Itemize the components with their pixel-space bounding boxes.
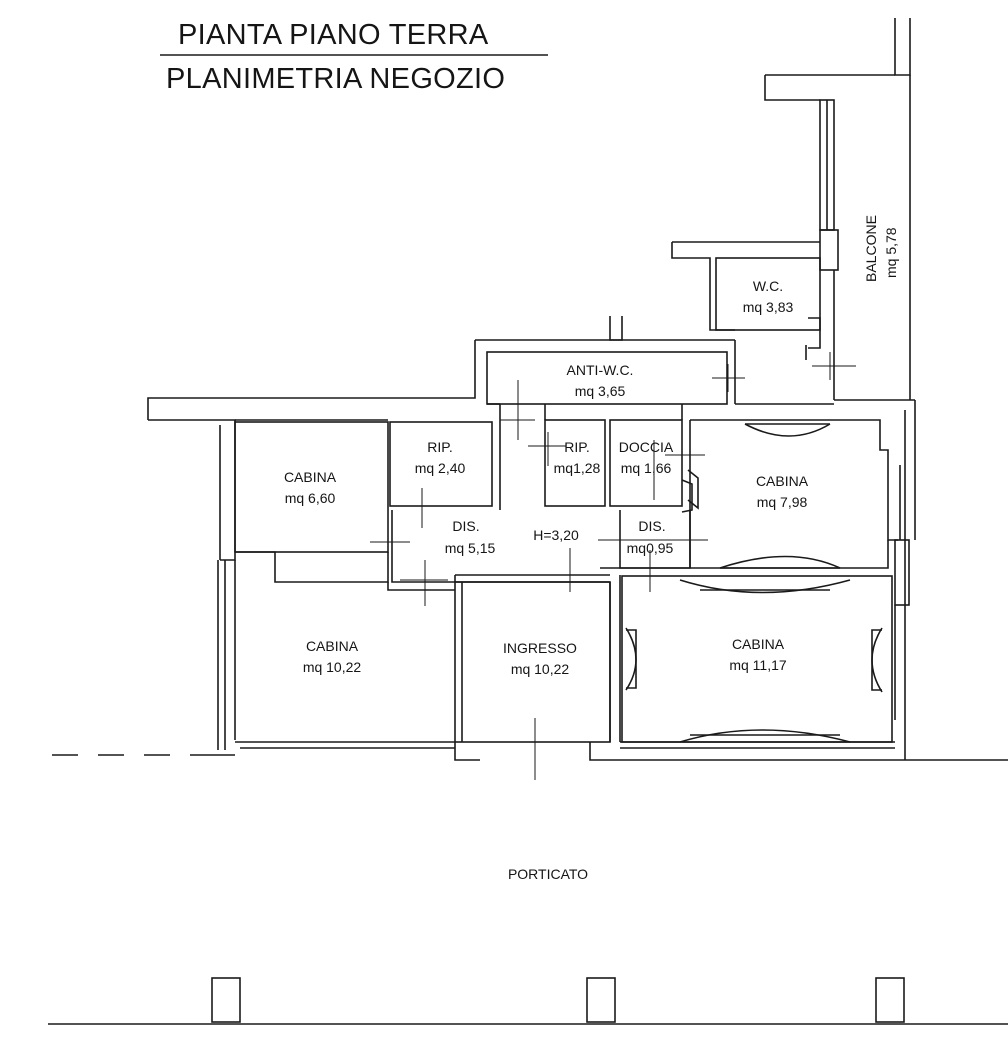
porticato-columns — [211, 977, 905, 1023]
anti-wc-walls — [147, 339, 916, 540]
height-label: H=3,20 — [533, 527, 579, 543]
room-name: ANTI-W.C. — [566, 362, 634, 378]
room-name: CABINA — [283, 469, 337, 485]
room-area: mq 10,22 — [302, 659, 362, 675]
room-name: BALCONE — [863, 215, 879, 282]
room-area: mq 7,98 — [756, 494, 808, 510]
cabina-6-60-walls — [234, 421, 389, 583]
room-name: DIS. — [452, 518, 480, 534]
north-wall-left — [148, 419, 388, 561]
room-name: RIP. — [564, 439, 590, 455]
balcone-walls — [819, 75, 911, 400]
dis-5-15-walls — [391, 404, 501, 583]
door-markers — [370, 352, 856, 780]
room-area: mq 5,15 — [444, 540, 496, 556]
room-name: CABINA — [305, 638, 359, 654]
rip-2-40-walls — [389, 421, 493, 507]
east-wall — [894, 410, 910, 760]
room-area: mq 5,78 — [883, 227, 899, 278]
plan-title: PIANTA PIANO TERRA — [178, 19, 489, 51]
room-area: mq 3,83 — [742, 299, 794, 315]
room-area: mq 3,65 — [574, 383, 626, 399]
room-name: RIP. — [427, 439, 453, 455]
room-area: mq 2,40 — [414, 460, 466, 476]
room-name: DIS. — [638, 518, 666, 534]
south-facade — [205, 741, 1008, 761]
building-edge — [764, 18, 911, 101]
central-wall — [387, 567, 690, 591]
room-name: CABINA — [731, 636, 785, 652]
room-area: mq 1,66 — [620, 460, 672, 476]
room-name: W.C. — [752, 278, 784, 294]
rip-doccia-walls — [544, 404, 693, 513]
room-name: INGRESSO — [503, 640, 577, 656]
room-area: mq0,95 — [626, 540, 674, 556]
room-area: mq1,28 — [553, 460, 601, 476]
plan-subtitle: PLANIMETRIA NEGOZIO — [166, 63, 506, 95]
wc-walls — [671, 241, 821, 360]
room-area: mq 11,17 — [729, 657, 787, 673]
room-area: mq 6,60 — [284, 490, 336, 506]
room-name: CABINA — [755, 473, 809, 489]
room-area: mq 10,22 — [510, 661, 570, 677]
porticato-label: PORTICATO — [507, 866, 589, 882]
wall-stubs — [609, 316, 623, 341]
cabina-7-98-walls — [687, 419, 898, 569]
room-name: DOCCIA — [618, 439, 674, 455]
west-wall — [217, 560, 236, 750]
